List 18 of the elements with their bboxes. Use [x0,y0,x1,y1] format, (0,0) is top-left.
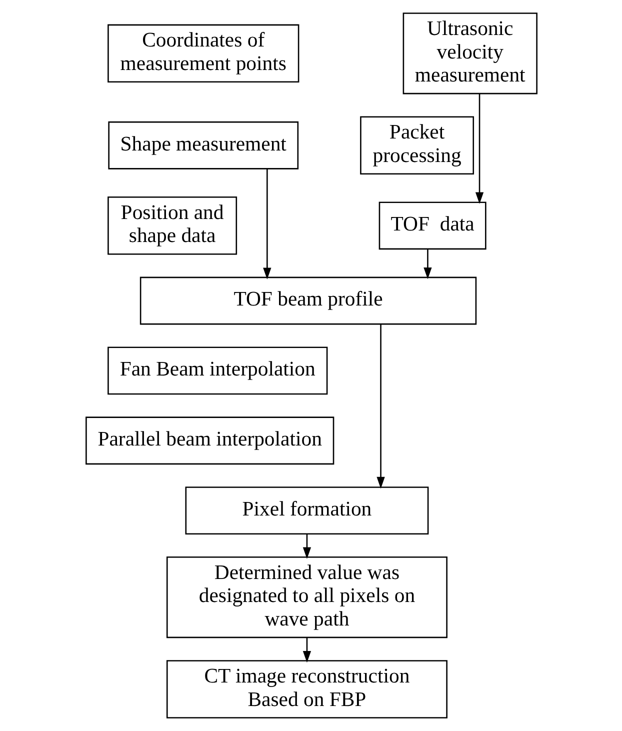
arrow [302,534,311,559]
arrow [302,638,311,663]
node-box: Packet processing [360,116,474,174]
node-box: CT image reconstruction Based on FBP [166,660,447,718]
arrow [376,324,384,489]
node-box: TOF beam profile [139,276,476,325]
node-box: Determined value was designated to all pixels on wave path [166,556,447,638]
node-box: Fan Beam interpolation [107,346,328,395]
arrow [423,249,432,280]
node-box: Pixel formation [184,486,428,534]
node-box: Parallel beam interpolation [85,416,334,465]
node-box: TOF data [378,202,486,250]
node-box: Ultrasonic velocity measurement [402,12,537,94]
node-box: Position and shape data [107,196,237,255]
arrow [474,94,484,204]
arrow [262,168,271,280]
node-box: Coordinates of measurement points [107,24,299,83]
node-box: Shape measurement [108,121,298,170]
